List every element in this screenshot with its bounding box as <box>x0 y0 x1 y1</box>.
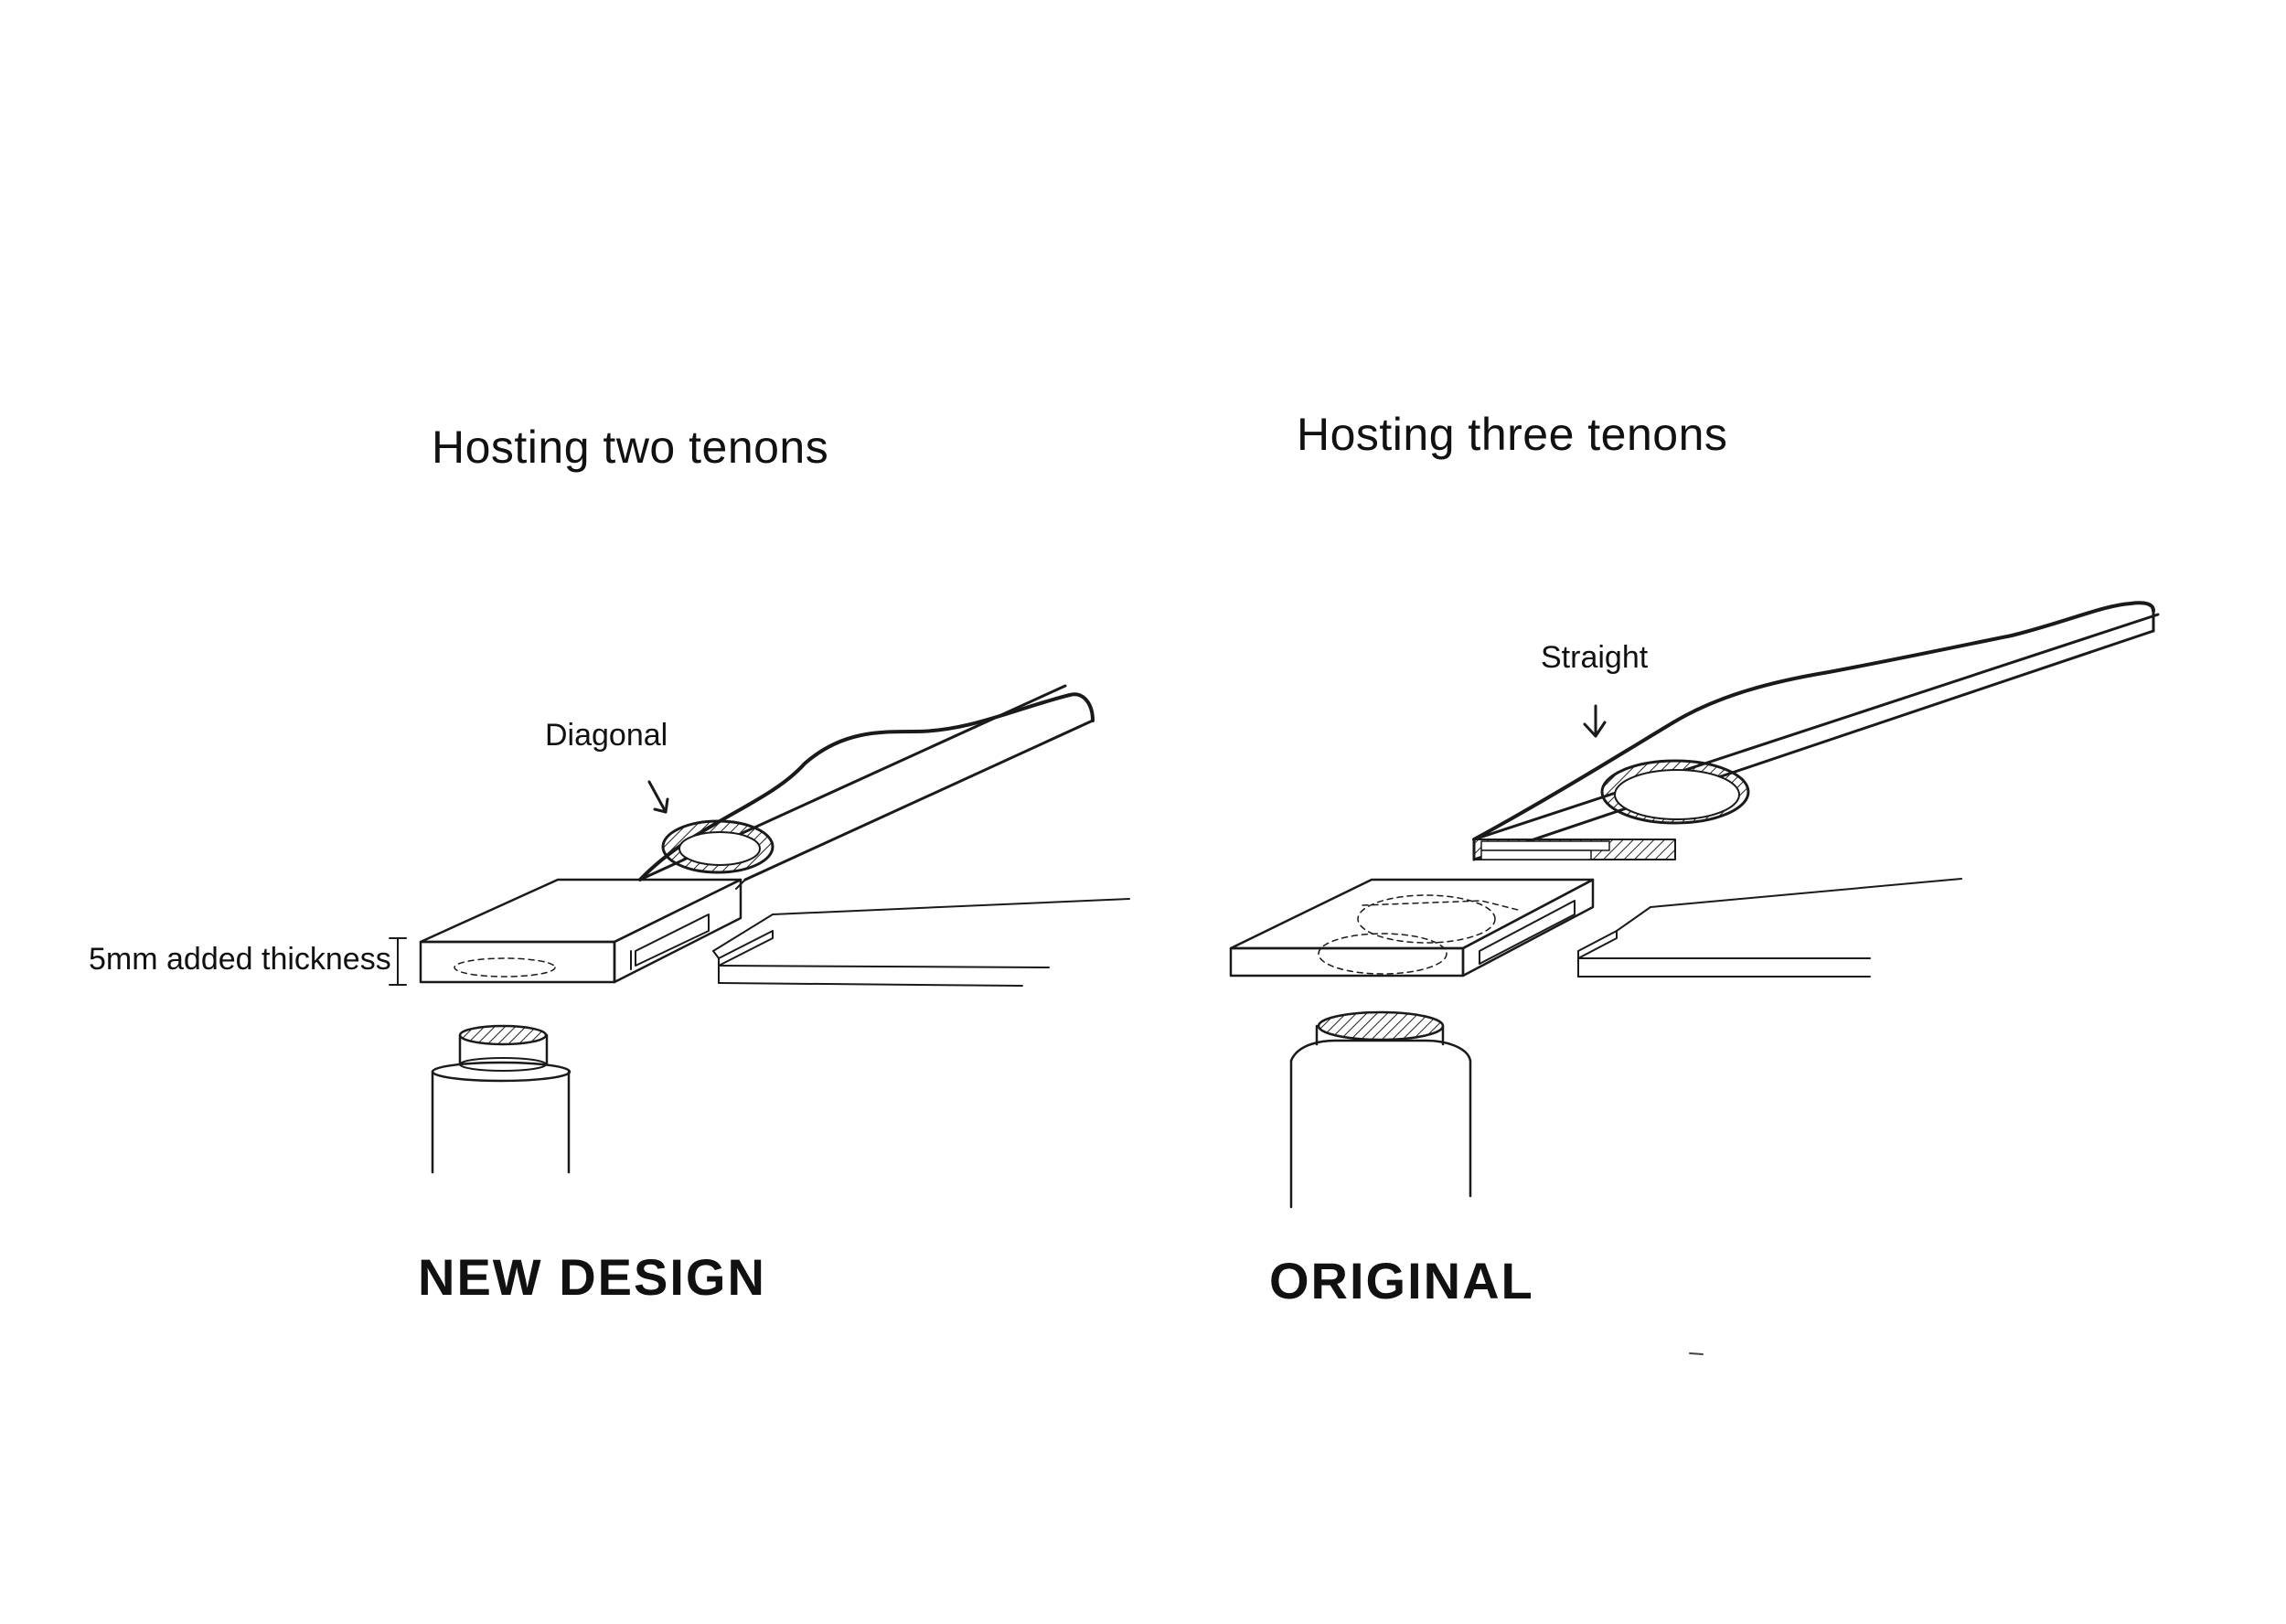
new-design-arm <box>638 684 1095 890</box>
new-design-tenon-top <box>458 1024 548 1046</box>
thickness-dimension-marker <box>389 937 407 986</box>
new-design-side-rails <box>712 898 1130 987</box>
original-arm <box>1472 601 2160 861</box>
new-design-base-block <box>419 878 742 984</box>
original-heading: Hosting three tenons <box>1297 409 1728 460</box>
original-caption: ORIGINAL <box>1269 1252 1534 1309</box>
new-design-caption: NEW DESIGN <box>418 1248 766 1306</box>
new-design-post <box>431 1024 572 1174</box>
original-sketch <box>1229 601 2160 1209</box>
new-design-sketch <box>389 684 1130 1174</box>
diagonal-annotation: Diagonal <box>545 718 668 753</box>
new-design-heading: Hosting two tenons <box>432 422 829 473</box>
straight-annotation: Straight <box>1541 640 1649 675</box>
original-tenon-top <box>1317 1010 1445 1042</box>
thickness-dimension-label: 5mm added thickness <box>89 942 391 977</box>
original-side-rails <box>1577 878 1962 978</box>
original-base-block <box>1229 878 1595 978</box>
original-post <box>1289 1010 1472 1209</box>
